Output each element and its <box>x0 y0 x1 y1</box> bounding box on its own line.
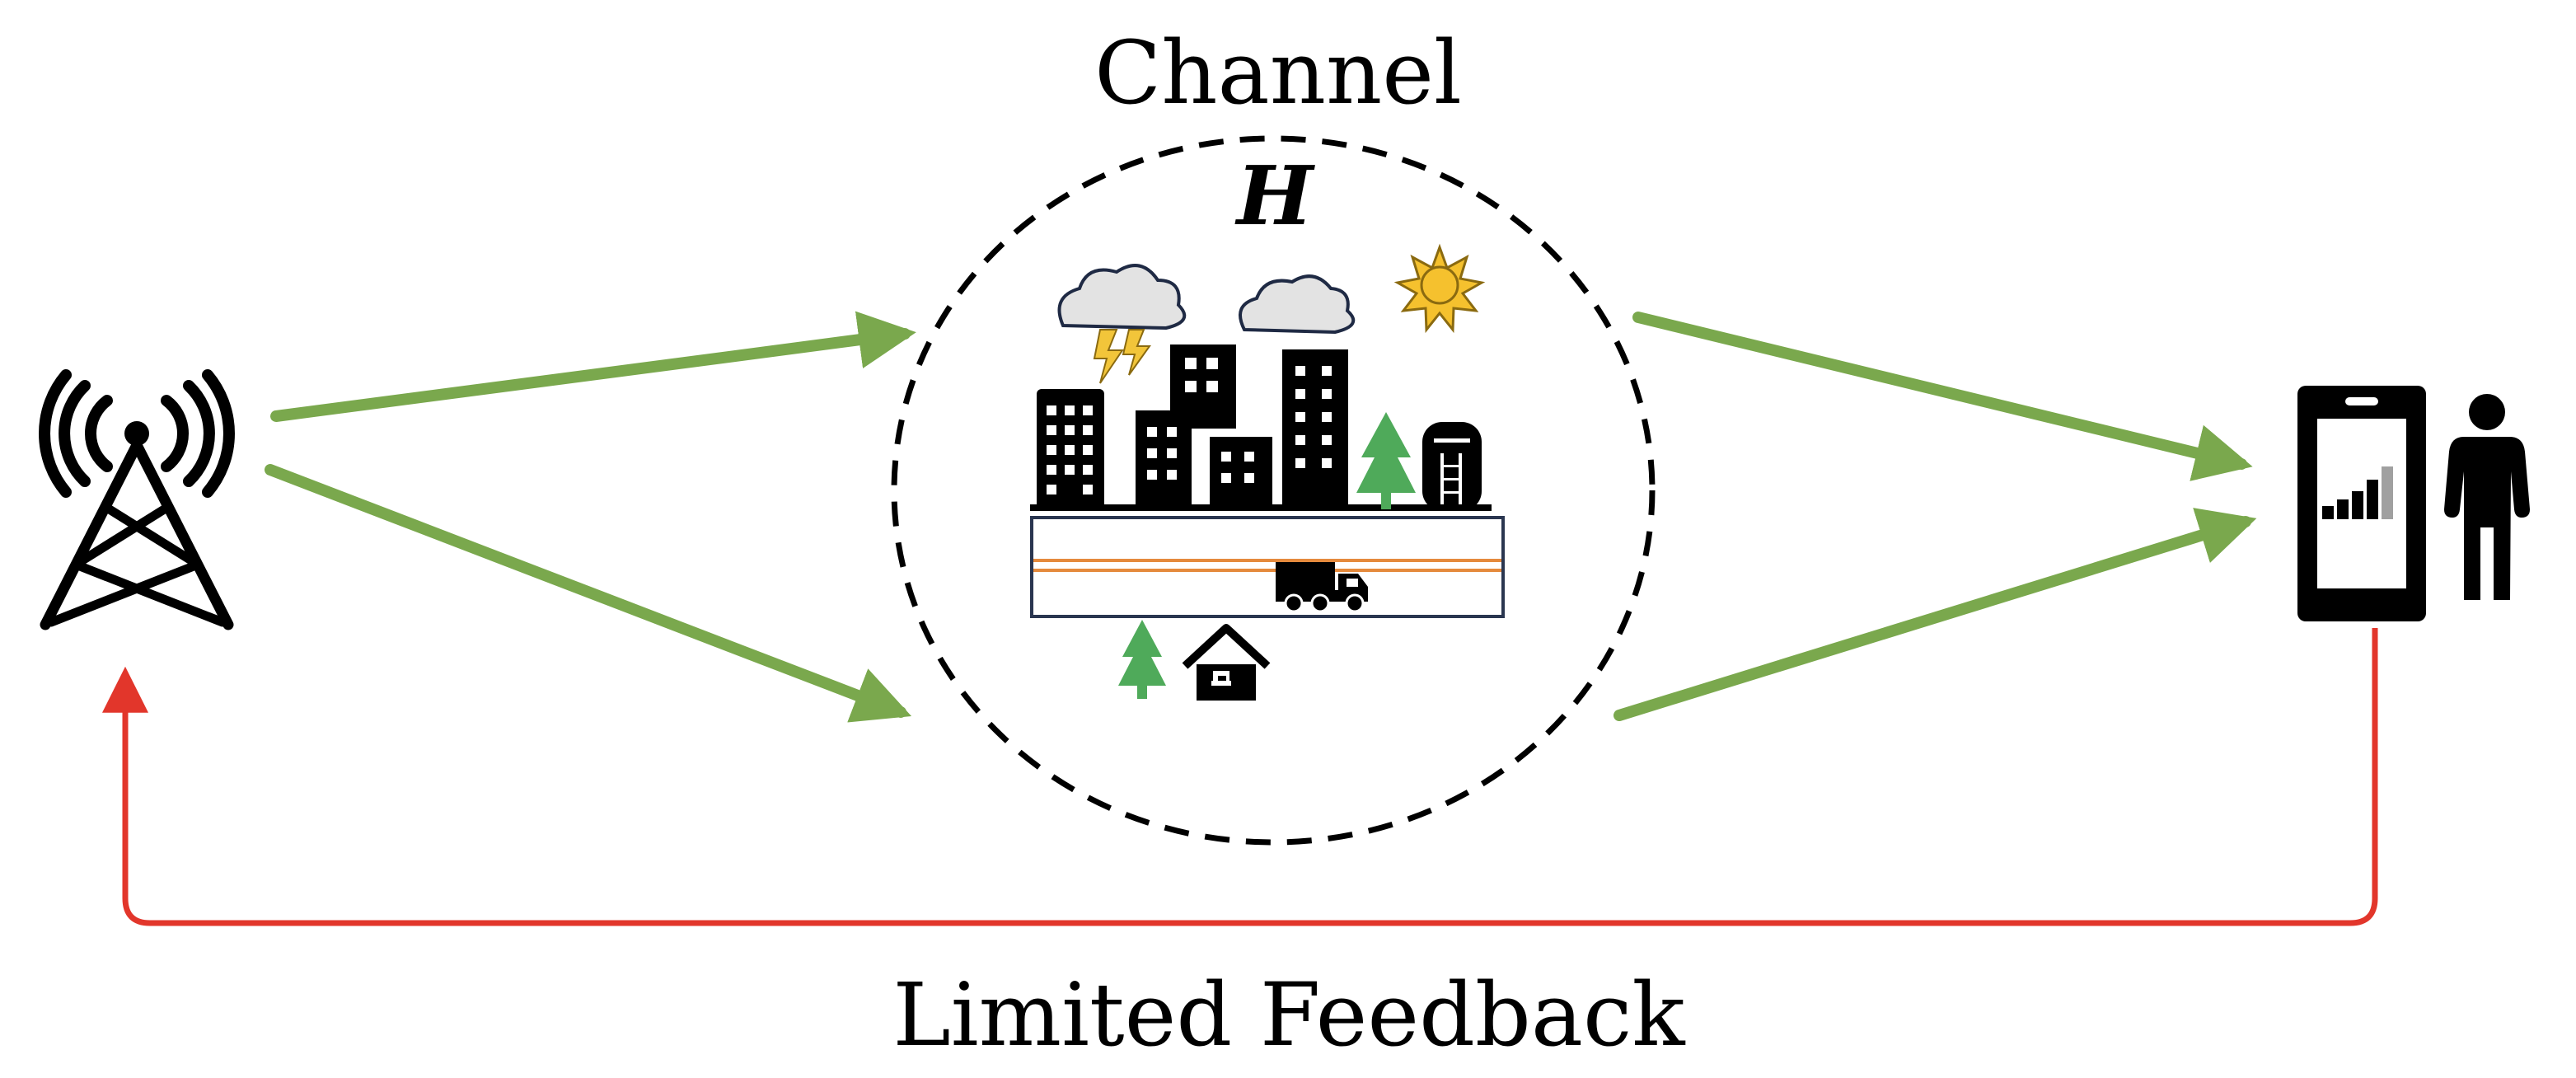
channel-to-rx-arrow-lower <box>1614 508 2257 721</box>
feedback-path <box>102 628 2378 926</box>
sun-icon <box>1393 243 1486 334</box>
person-icon <box>2444 394 2530 600</box>
cloud-icon <box>1239 274 1356 335</box>
tx-to-channel-arrow-upper <box>270 311 916 422</box>
tree-icon <box>1118 620 1166 699</box>
lightning-icon <box>1093 329 1151 384</box>
channel-boundary <box>891 135 1656 846</box>
signal-strength-icon <box>2322 466 2393 519</box>
channel-matrix-label: H <box>1234 149 1316 244</box>
channel-label: Channel <box>1094 22 1462 124</box>
tx-to-channel-arrow-lower <box>265 464 912 723</box>
house-icon <box>1182 624 1271 701</box>
channel-to-rx-arrow-upper <box>1632 312 2253 481</box>
truck-icon <box>1276 562 1368 613</box>
buildings <box>1030 344 1492 511</box>
smartphone-icon <box>2297 386 2426 621</box>
road-icon <box>1030 516 1505 618</box>
feedback-label: Limited Feedback <box>892 964 1685 1066</box>
city-scene-icon <box>1030 243 1505 701</box>
downlink-arrows <box>265 311 2257 723</box>
tree-icon <box>1356 412 1416 509</box>
cloud-icon <box>1057 264 1187 330</box>
cell-tower-icon <box>39 369 235 630</box>
building-windows <box>1047 358 1470 504</box>
